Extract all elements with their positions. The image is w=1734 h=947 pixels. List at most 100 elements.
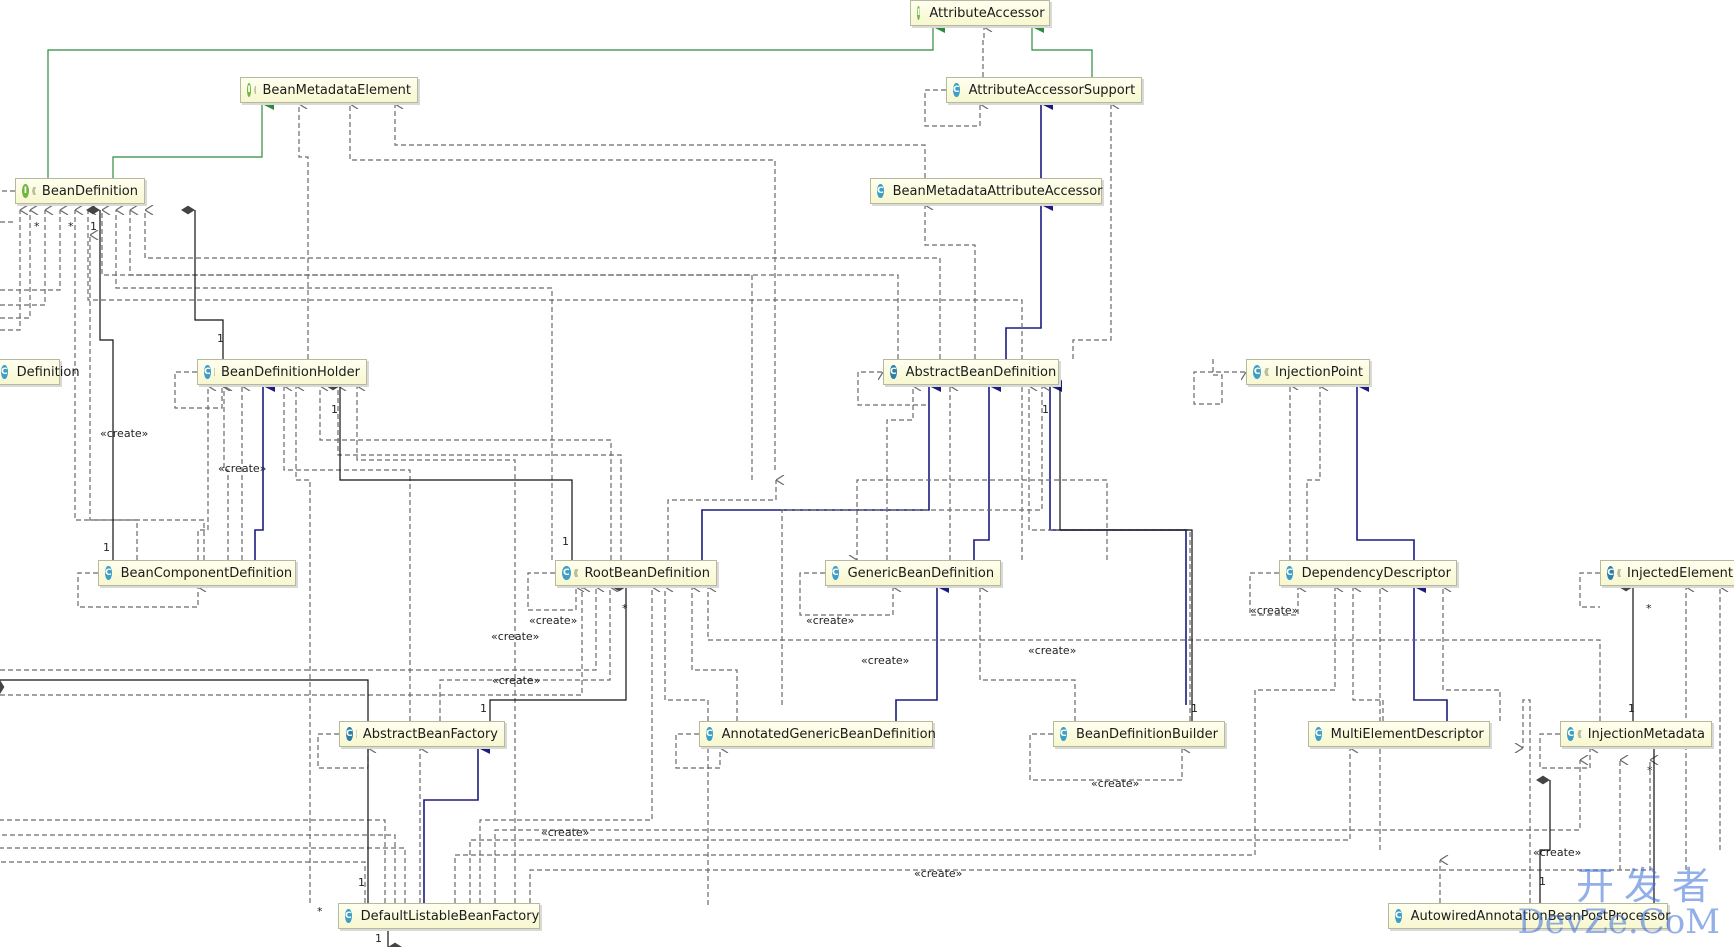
relationship-edge [527,572,576,611]
multiplicity-one-label: 1 [331,403,338,416]
multiplicity-many-label: * [68,220,74,233]
class-node-dependencyDescriptor[interactable]: C DependencyDescriptor [1279,560,1457,586]
public-icon [355,730,357,738]
relationship-edge [112,98,274,178]
relationship-edge [423,742,490,903]
relationship-edge [886,386,913,560]
class-icon: C [706,727,713,741]
multiplicity-one-label: 1 [103,541,110,554]
class-node-label: BeanComponentDefinition [120,565,293,581]
relationship-edge [667,480,776,560]
create-stereotype-label: «create» [861,654,909,667]
multiplicity-one-label: 1 [1539,875,1546,888]
public-icon [254,86,257,94]
relationship-edge [691,587,738,721]
relationship-edge [1059,386,1193,721]
relationship-edge [74,210,138,560]
class-node-label: InjectionPoint [1274,364,1363,380]
class-icon: C [1315,727,1322,741]
class-node-injectionPoint[interactable]: C InjectionPoint [1246,359,1370,385]
relationship-edge [494,760,1580,903]
class-node-label: RootBeanDefinition [584,565,710,581]
relationship-edge [0,819,386,903]
relationship-edge [0,587,582,696]
relationship-edge [129,210,899,359]
relationship-edge [857,371,926,406]
interface-icon: I [247,83,252,97]
class-node-label: MultiElementDescriptor [1330,726,1484,742]
relationship-edge [973,380,1001,560]
class-icon: C [1567,727,1575,741]
relationship-edge [799,572,893,616]
public-icon [1577,730,1582,738]
class-icon: C [1253,365,1262,379]
watermark-logo: 开发者 DevZe.CoM [1518,867,1720,939]
relationship-edge [326,381,573,560]
relationship-edge [664,587,709,905]
public-icon [1264,368,1269,376]
class-node-label: BeanMetadataAttributeAccessor [892,183,1103,199]
relationship-edge [223,386,228,560]
relationship-edge [0,847,406,903]
relationship-edge [181,205,224,359]
relationship-edge [1028,386,1191,721]
class-node-label: DependencyDescriptor [1301,565,1451,581]
multiplicity-one-label: 1 [1628,702,1635,715]
class-icon: C [953,83,960,97]
relationship-edge [1306,386,1320,560]
relationship-edge [101,210,753,480]
relationship-edge [144,210,941,359]
relationship-edge [1029,733,1182,781]
create-stereotype-label: «create» [218,462,266,475]
relationship-edge [356,386,516,903]
create-stereotype-label: «create» [529,614,577,627]
relationship-edge [454,587,1335,903]
relationship-edge [439,587,610,721]
relationship-edge [77,572,198,608]
relationship-edge [87,210,1023,560]
class-icon: C [1286,566,1293,580]
class-icon: C [1060,727,1067,741]
abstract-class-icon: C [346,727,353,741]
relationship-edge [337,386,622,560]
watermark-line2: DevZe.CoM [1517,902,1720,942]
class-node-beanMetadataAttributeAccessor[interactable]: C BeanMetadataAttributeAccessor [870,178,1103,204]
relationship-edge [298,104,309,359]
class-icon: C [1395,909,1402,923]
class-icon: C [1,365,8,379]
create-stereotype-label: «create» [492,674,540,687]
multiplicity-many-label: * [34,220,40,233]
relationship-edge [0,587,596,671]
relationship-edge [982,27,984,77]
relationship-edge [174,371,222,409]
multiplicity-one-label: 1 [1042,403,1049,416]
relationship-edge [979,587,1076,721]
relationship-edge [0,861,366,903]
class-icon: C [877,184,884,198]
relationship-edge [295,386,311,903]
class-node-label: AbstractBeanDefinition [905,364,1057,380]
class-node-multiElementDescriptor[interactable]: C MultiElementDescriptor [1308,721,1490,747]
create-stereotype-label: «create» [914,867,962,880]
public-icon [1617,569,1621,577]
multiplicity-many-label: * [1646,602,1652,615]
relationship-edge [895,581,949,721]
class-node-label: BeanDefinition [41,183,138,199]
